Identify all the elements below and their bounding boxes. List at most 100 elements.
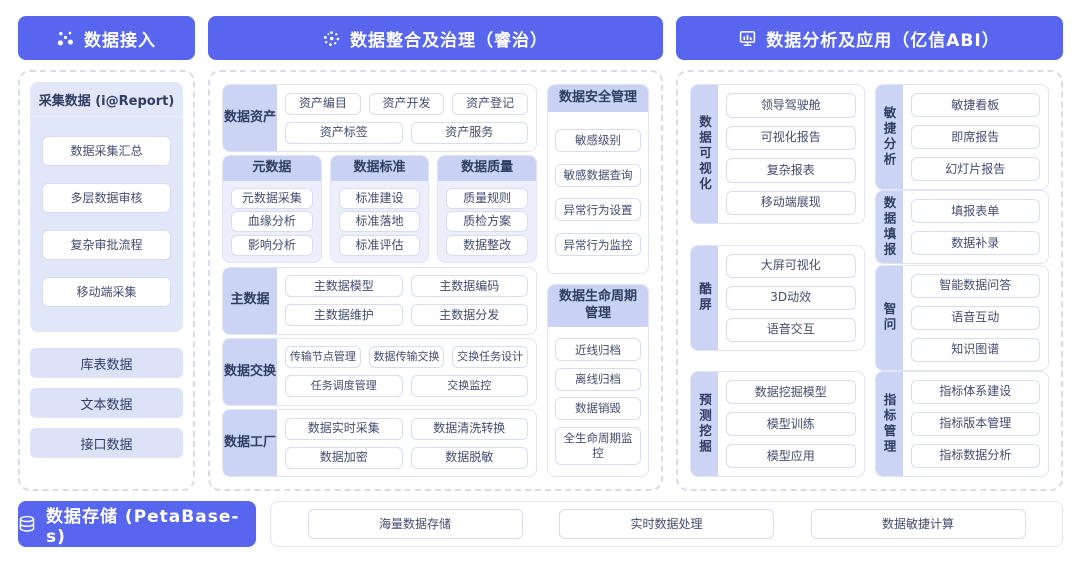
group-label: 酷屏 [691, 245, 718, 350]
storage-items: 海量数据存储 实时数据处理 数据敏捷计算 [270, 501, 1063, 547]
panel-data-governance: 数据资产 资产编目 资产开发 资产登记 资产标签 资产服务 元数据 [208, 70, 663, 491]
group-items: 数据挖掘模型 模型训练 模型应用 [718, 372, 864, 476]
item-button[interactable]: 敏感数据查询 [555, 163, 641, 187]
item-button[interactable]: 多层数据审核 [42, 183, 171, 213]
dots-swirl-icon [323, 30, 340, 46]
item-button[interactable]: 敏捷看板 [910, 93, 1040, 117]
banner-data-analysis: 数据分析及应用（亿信ABI） [676, 16, 1063, 60]
item-button[interactable]: 近线归档 [555, 338, 641, 362]
item-button[interactable]: 异常行为设置 [555, 198, 641, 222]
pill-table-data[interactable]: 库表数据 [30, 348, 183, 378]
item-button[interactable]: 传输节点管理 [285, 346, 361, 369]
item-button[interactable]: 3D动效 [726, 285, 856, 310]
item-button[interactable]: 大屏可视化 [726, 253, 856, 278]
group-items: 敏感级别 敏感数据查询 异常行为设置 异常行为监控 [548, 112, 648, 273]
item-button[interactable]: 数据传输交换 [368, 346, 445, 369]
item-button[interactable]: 任务调度管理 [285, 375, 403, 398]
group-items: 敏捷看板 即席报告 幻灯片报告 [903, 85, 1049, 189]
group-items: 主数据模型 主数据编码 主数据维护 主数据分发 [277, 268, 536, 334]
item-button[interactable]: 主数据维护 [285, 304, 403, 326]
item-button[interactable]: 复杂报表 [726, 158, 856, 183]
banner-data-governance: 数据整合及治理（睿治） [208, 16, 663, 60]
banner-data-storage: 数据存储 (PetaBase-s) [18, 501, 256, 547]
item-button[interactable]: 数据销毁 [555, 397, 641, 421]
item-button[interactable]: 海量数据存储 [307, 509, 523, 539]
group-title: 数据安全管理 [548, 85, 648, 112]
item-button[interactable]: 离线归档 [555, 367, 641, 391]
item-button[interactable]: 移动端展现 [726, 190, 856, 215]
item-button[interactable]: 全生命周期监控 [555, 426, 641, 465]
item-button[interactable]: 数据加密 [285, 446, 403, 469]
item-button[interactable]: 数据敏捷计算 [810, 509, 1026, 539]
item-button[interactable]: 元数据采集 [231, 187, 313, 209]
item-button[interactable]: 幻灯片报告 [910, 157, 1040, 181]
group-label: 数据资产 [223, 85, 277, 151]
item-button[interactable]: 异常行为监控 [555, 233, 641, 257]
group-label-text: 敏捷分析 [881, 106, 897, 168]
group-items: 数据采集汇总 多层数据审核 复杂审批流程 移动端采集 [30, 117, 183, 332]
item-button[interactable]: 指标体系建设 [910, 379, 1040, 404]
item-button[interactable]: 资产标签 [285, 121, 403, 144]
group-data-filling: 数据填报 填报表单 数据补录 [874, 190, 1049, 265]
group-data-lifecycle: 数据生命周期管理 近线归档 离线归档 数据销毁 全生命周期监控 [547, 284, 649, 477]
panel-data-analysis: 数据可视化 领导驾驶舱 可视化报告 复杂报表 移动端展现 酷屏 大屏可视化 3D… [676, 70, 1063, 491]
item-button[interactable]: 移动端采集 [42, 277, 171, 307]
item-button[interactable]: 语音互动 [910, 305, 1040, 330]
item-button[interactable]: 数据补录 [910, 231, 1040, 256]
storage-row: 数据存储 (PetaBase-s) 海量数据存储 实时数据处理 数据敏捷计算 [18, 501, 1063, 547]
group-label: 数据交换 [223, 338, 277, 405]
item-button[interactable]: 实时数据处理 [559, 509, 774, 539]
item-button[interactable]: 交换监控 [410, 375, 528, 398]
item-button[interactable]: 质量规则 [446, 187, 529, 209]
item-button[interactable]: 数据清洗转换 [410, 417, 528, 440]
item-button[interactable]: 模型训练 [726, 412, 856, 436]
item-button[interactable]: 质检方案 [446, 211, 529, 233]
group-prediction-mining: 预测挖掘 数据挖掘模型 模型训练 模型应用 [690, 371, 865, 477]
group-label: 数据工厂 [223, 410, 277, 476]
item-button[interactable]: 主数据分发 [410, 304, 528, 326]
item-button[interactable]: 领导驾驶舱 [726, 93, 856, 118]
item-button[interactable]: 模型应用 [726, 444, 856, 468]
group-items: 质量规则 质检方案 数据整改 [438, 181, 536, 262]
item-button[interactable]: 资产编目 [285, 92, 361, 115]
item-button[interactable]: 数据脱敏 [410, 446, 528, 469]
item-button[interactable]: 填报表单 [910, 199, 1040, 224]
item-button[interactable]: 血缘分析 [231, 211, 313, 233]
item-button[interactable]: 主数据模型 [285, 275, 403, 297]
pill-text-data[interactable]: 文本数据 [30, 388, 183, 418]
item-button[interactable]: 资产开发 [368, 92, 445, 115]
group-title: 元数据 [223, 156, 321, 182]
item-button[interactable]: 资产服务 [410, 121, 528, 144]
item-button[interactable]: 交换任务设计 [452, 346, 529, 369]
item-button[interactable]: 敏感级别 [555, 128, 641, 152]
item-button[interactable]: 可视化报告 [726, 125, 856, 150]
banner-label: 数据存储 (PetaBase-s) [46, 506, 240, 547]
item-button[interactable]: 指标版本管理 [910, 411, 1040, 436]
item-button[interactable]: 标准落地 [338, 211, 421, 233]
item-button[interactable]: 标准评估 [338, 234, 421, 256]
item-button[interactable]: 数据挖掘模型 [726, 380, 856, 404]
pill-interface-data[interactable]: 接口数据 [30, 428, 183, 458]
group-label-text: 数据填报 [881, 196, 897, 259]
item-button[interactable]: 影响分析 [231, 234, 313, 256]
item-button[interactable]: 标准建设 [338, 187, 421, 209]
group-title: 数据标准 [330, 156, 429, 182]
item-button[interactable]: 指标数据分析 [910, 443, 1040, 468]
item-button[interactable]: 资产登记 [452, 92, 529, 115]
item-button[interactable]: 复杂审批流程 [42, 230, 171, 260]
item-button[interactable]: 即席报告 [910, 125, 1040, 149]
group-master-data: 主数据 主数据模型 主数据编码 主数据维护 主数据分发 [222, 266, 537, 335]
group-items: 近线归档 离线归档 数据销毁 全生命周期监控 [548, 327, 648, 476]
item-button[interactable]: 主数据编码 [410, 275, 528, 297]
governance-trio-row: 元数据 元数据采集 血缘分析 影响分析 数据标准 标准建设 标准落地 标准评估 [222, 155, 538, 264]
item-button[interactable]: 知识图谱 [910, 337, 1040, 362]
item-button[interactable]: 数据实时采集 [285, 417, 403, 440]
monitor-chart-icon [740, 30, 756, 46]
item-button[interactable]: 数据整改 [446, 234, 529, 256]
item-button[interactable]: 智能数据问答 [910, 273, 1040, 298]
group-label-text: 指标管理 [881, 392, 897, 455]
item-button[interactable]: 数据采集汇总 [42, 136, 171, 166]
group-label: 数据可视化 [691, 85, 718, 223]
group-label-text: 预测挖掘 [697, 393, 712, 455]
item-button[interactable]: 语音交互 [726, 317, 856, 342]
